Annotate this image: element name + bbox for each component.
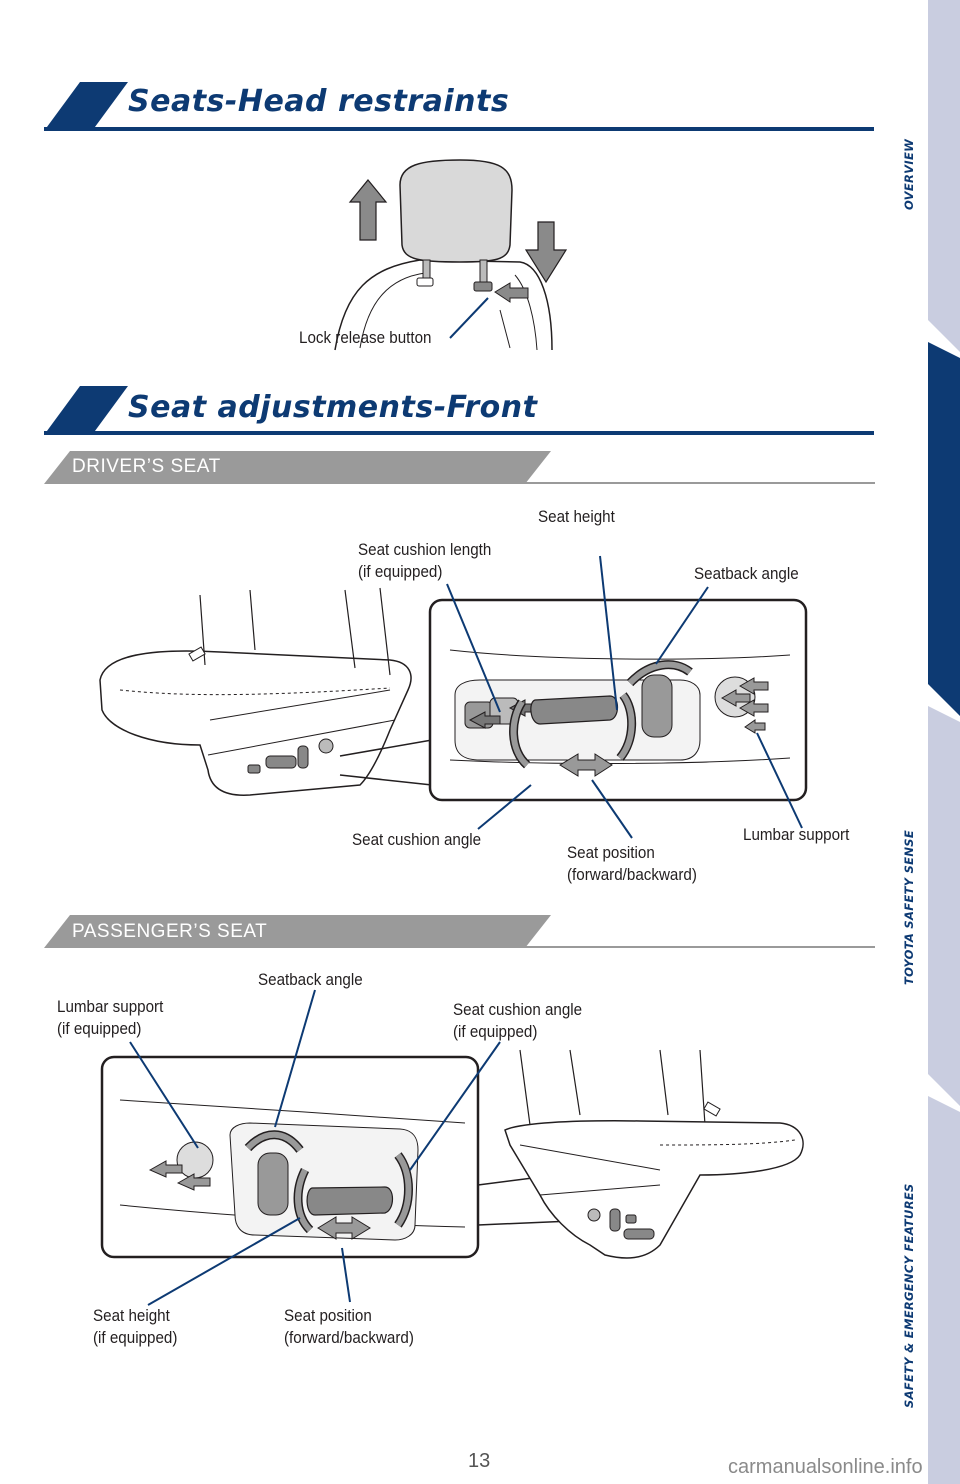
tab-safety-bg[interactable] [928,1096,960,1484]
passenger-cushion-angle-note: (if equipped) [453,1023,538,1041]
passenger-position-label: Seat position [284,1307,372,1325]
driver-seat-illustration [99,587,808,802]
driver-subheader-bar [44,451,875,484]
driver-callouts [446,555,803,839]
driver-lumbar-label: Lumbar support [743,826,850,844]
watermark: carmanualsonline.info [728,1456,923,1478]
tab-safety-label[interactable]: SAFETY & EMERGENCY FEATURES [902,1183,916,1408]
passenger-callouts [129,989,501,1306]
driver-cushion-length-label: Seat cushion length [358,541,492,559]
tab-tss-bg[interactable] [928,706,960,1106]
driver-seat-height-label: Seat height [538,508,615,526]
tab-features-bg[interactable] [928,342,960,716]
passenger-seat-illustration [100,1049,804,1259]
passenger-lumbar-label: Lumbar support [57,998,164,1016]
passenger-height-label: Seat height [93,1307,170,1325]
driver-position-label: Seat position [567,844,655,862]
tab-overview-bg[interactable] [928,0,960,352]
passenger-height-note: (if equipped) [93,1329,178,1347]
driver-cushion-angle-label: Seat cushion angle [352,831,482,849]
lock-release-label: Lock release button [299,329,432,347]
tab-features-label[interactable]: FEATURES & OPERATIONS [902,447,916,620]
passenger-position-note: (forward/backward) [284,1329,414,1347]
section-header-bar-1 [44,82,874,131]
driver-seatback-angle-label: Seatback angle [694,565,799,583]
page-number: 13 [468,1450,491,1472]
driver-position-note: (forward/backward) [567,866,697,884]
tab-overview-label[interactable]: OVERVIEW [902,138,916,210]
passenger-seatback-angle-label: Seatback angle [258,971,363,989]
head-restraint-illustration [334,159,568,351]
driver-cushion-length-note: (if equipped) [358,563,443,581]
driver-subheader: DRIVER’S SEAT [72,456,221,477]
passenger-cushion-angle-label: Seat cushion angle [453,1001,583,1019]
passenger-subheader-bar [44,915,875,948]
passenger-subheader: PASSENGER’S SEAT [72,921,268,942]
passenger-lumbar-note: (if equipped) [57,1020,142,1038]
section-header-bar-2 [44,386,874,435]
section-title-head-restraints: Seats-Head restraints [128,84,510,119]
tab-tss-label[interactable]: TOYOTA SAFETY SENSE [902,829,916,985]
section-title-front-adjust: Seat adjustments-Front [128,390,538,425]
